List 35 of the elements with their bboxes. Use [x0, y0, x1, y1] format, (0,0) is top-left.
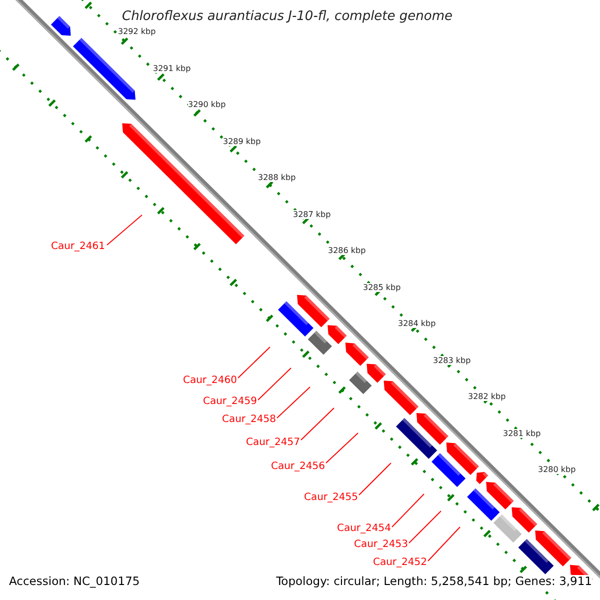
locus-tag-label: Caur_2458	[222, 414, 276, 426]
leader-line	[258, 368, 292, 400]
diagram-title: Chloroflexus aurantiacus J-10-fl, complete genome	[122, 10, 453, 25]
scale-label: 3284 kbp	[398, 319, 436, 328]
locus-tag-label: Caur_2459	[202, 396, 257, 408]
locus-tag-label: Caur_2452	[372, 557, 427, 568]
leader-line	[408, 510, 442, 544]
leader-line	[106, 214, 142, 246]
locus-tag-label: Caur_2460	[182, 375, 237, 386]
scale-label: 3281 kbp	[503, 428, 541, 438]
scale-label: 3280 kbp	[538, 465, 576, 474]
leader-line	[428, 526, 460, 562]
scale-label: 3285 kbp	[363, 282, 401, 292]
locus-tag-label: Caur_2453	[354, 539, 408, 550]
locus-tag-label: Caur_2455	[304, 492, 358, 504]
leader-line	[392, 494, 424, 528]
scale-label: 3290 kbp	[188, 100, 226, 110]
scale-label: 3282 kbp	[468, 392, 506, 402]
scale-label: 3289 kbp	[223, 136, 261, 146]
accession-note: Accession: NC_010175	[9, 575, 140, 588]
scale-label: 3286 kbp	[328, 246, 366, 256]
scale-label: 3291 kbp	[153, 64, 191, 73]
scale-label: 3287 kbp	[293, 210, 331, 219]
scale-label: 3283 kbp	[433, 356, 471, 365]
leader-line	[326, 432, 358, 464]
locus-tag-label: Caur_2456	[270, 461, 325, 472]
leader-line	[358, 462, 392, 496]
locus-tag-label: Caur_2454	[336, 523, 391, 534]
scale-label: 3288 kbp	[258, 173, 296, 182]
locus-tag-label: Caur_2461	[50, 241, 105, 252]
scale-label: 3292 kbp	[118, 27, 156, 36]
leader-line	[300, 408, 334, 440]
leader-line	[238, 346, 270, 378]
leader-line	[276, 386, 310, 418]
locus-tag-label: Caur_2457	[246, 437, 300, 448]
